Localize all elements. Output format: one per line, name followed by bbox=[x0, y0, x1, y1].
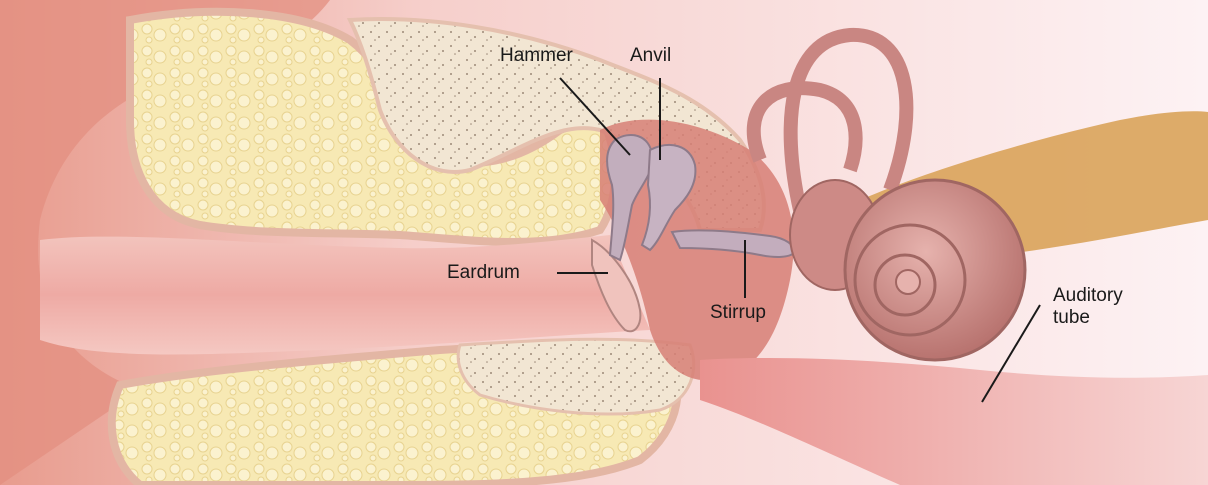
cochlea bbox=[845, 180, 1025, 360]
auditory-tube-label-line1: Auditory bbox=[1053, 285, 1123, 307]
hammer-label: Hammer bbox=[500, 45, 573, 67]
anvil-label: Anvil bbox=[630, 45, 671, 67]
stirrup-label: Stirrup bbox=[710, 302, 766, 324]
auditory-tube-label: Auditory tube bbox=[1053, 285, 1123, 329]
auditory-tube-label-line2: tube bbox=[1053, 307, 1123, 329]
eardrum-label: Eardrum bbox=[447, 262, 520, 284]
